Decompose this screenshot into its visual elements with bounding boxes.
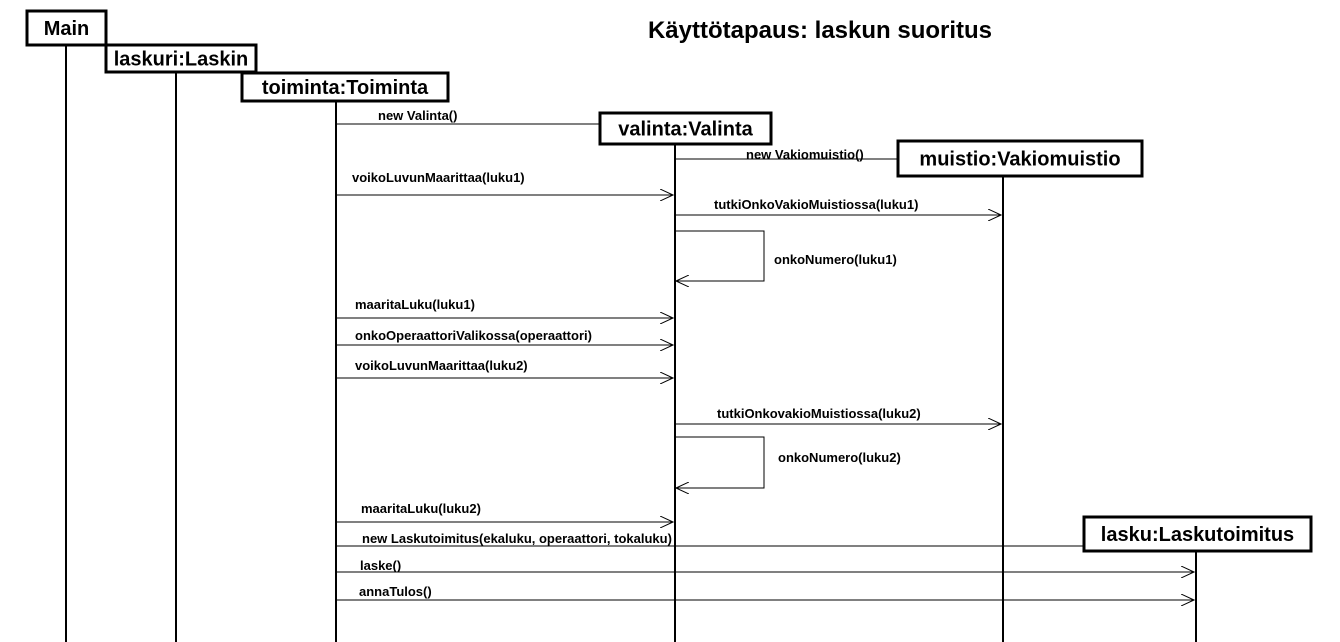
object-box-lasku: lasku:Laskutoimitus	[1082, 515, 1313, 553]
diagram-title: Käyttötapaus: laskun suoritus	[648, 17, 992, 44]
message-14: annaTulos()	[336, 584, 1194, 600]
object-box-frame	[25, 9, 108, 47]
object-box-frame	[598, 111, 773, 146]
message-12: new Laskutoimitus(ekaluku, operaattori, …	[336, 531, 1194, 546]
message-6: maaritaLuku(luku1)	[336, 297, 673, 318]
object-label: muistio:Vakiomuistio	[919, 149, 1120, 171]
message-label: new Laskutoimitus(ekaluku, operaattori, …	[362, 531, 672, 546]
object-label: lasku:Laskutoimitus	[1101, 524, 1294, 546]
message-9: tutkiOnkovakioMuistiossa(luku2)	[675, 406, 1001, 424]
message-5: onkoNumero(luku1)	[675, 230, 897, 281]
object-label: toiminta:Toiminta	[262, 77, 429, 99]
object-box-laskuri: laskuri:Laskin	[104, 43, 258, 74]
object-box-muistio: muistio:Vakiomuistio	[896, 139, 1144, 178]
lifelines	[65, 45, 1197, 642]
objects: Main laskuri:Laskin toiminta:Toiminta valin…	[25, 9, 1313, 553]
message-label: new Valinta()	[378, 108, 457, 123]
message-8: voikoLuvunMaarittaa(luku2)	[336, 358, 673, 378]
object-label: Main	[44, 18, 90, 40]
message-label: onkoNumero(luku1)	[774, 252, 897, 267]
message-label: voikoLuvunMaarittaa(luku2)	[355, 358, 528, 373]
message-label: laske()	[360, 558, 401, 573]
message-label: tutkiOnkovakioMuistiossa(luku2)	[717, 406, 921, 421]
message-label: onkoNumero(luku2)	[778, 450, 901, 465]
object-box-frame	[1082, 515, 1313, 553]
object-box-frame	[240, 71, 450, 103]
message-7: onkoOperaattoriValikossa(operaattori)	[336, 328, 673, 345]
object-label: laskuri:Laskin	[114, 49, 249, 71]
message-label: maaritaLuku(luku2)	[361, 501, 481, 516]
message-label: maaritaLuku(luku1)	[355, 297, 475, 312]
self-message-arrow	[675, 230, 765, 281]
self-message-arrow	[675, 436, 765, 488]
object-label: valinta:Valinta	[618, 119, 753, 141]
message-4: tutkiOnkoVakioMuistiossa(luku1)	[675, 197, 1001, 215]
object-box-main: Main	[25, 9, 108, 47]
message-3: voikoLuvunMaarittaa(luku1)	[336, 170, 673, 195]
message-13: laske()	[336, 558, 1194, 573]
message-label: onkoOperaattoriValikossa(operaattori)	[355, 328, 592, 343]
message-10: onkoNumero(luku2)	[675, 436, 901, 488]
message-label: voikoLuvunMaarittaa(luku1)	[352, 170, 525, 185]
object-box-valinta: valinta:Valinta	[598, 111, 773, 146]
message-11: maaritaLuku(luku2)	[336, 501, 673, 522]
message-label: new Vakiomuistio()	[746, 147, 864, 162]
message-label: tutkiOnkoVakioMuistiossa(luku1)	[714, 197, 918, 212]
object-box-frame	[896, 139, 1144, 178]
object-box-toiminta: toiminta:Toiminta	[240, 71, 450, 103]
message-label: annaTulos()	[359, 584, 432, 599]
object-box-frame	[104, 43, 258, 74]
messages: new Valinta() new Vakiomuistio() voikoLuvu…	[336, 108, 1194, 600]
